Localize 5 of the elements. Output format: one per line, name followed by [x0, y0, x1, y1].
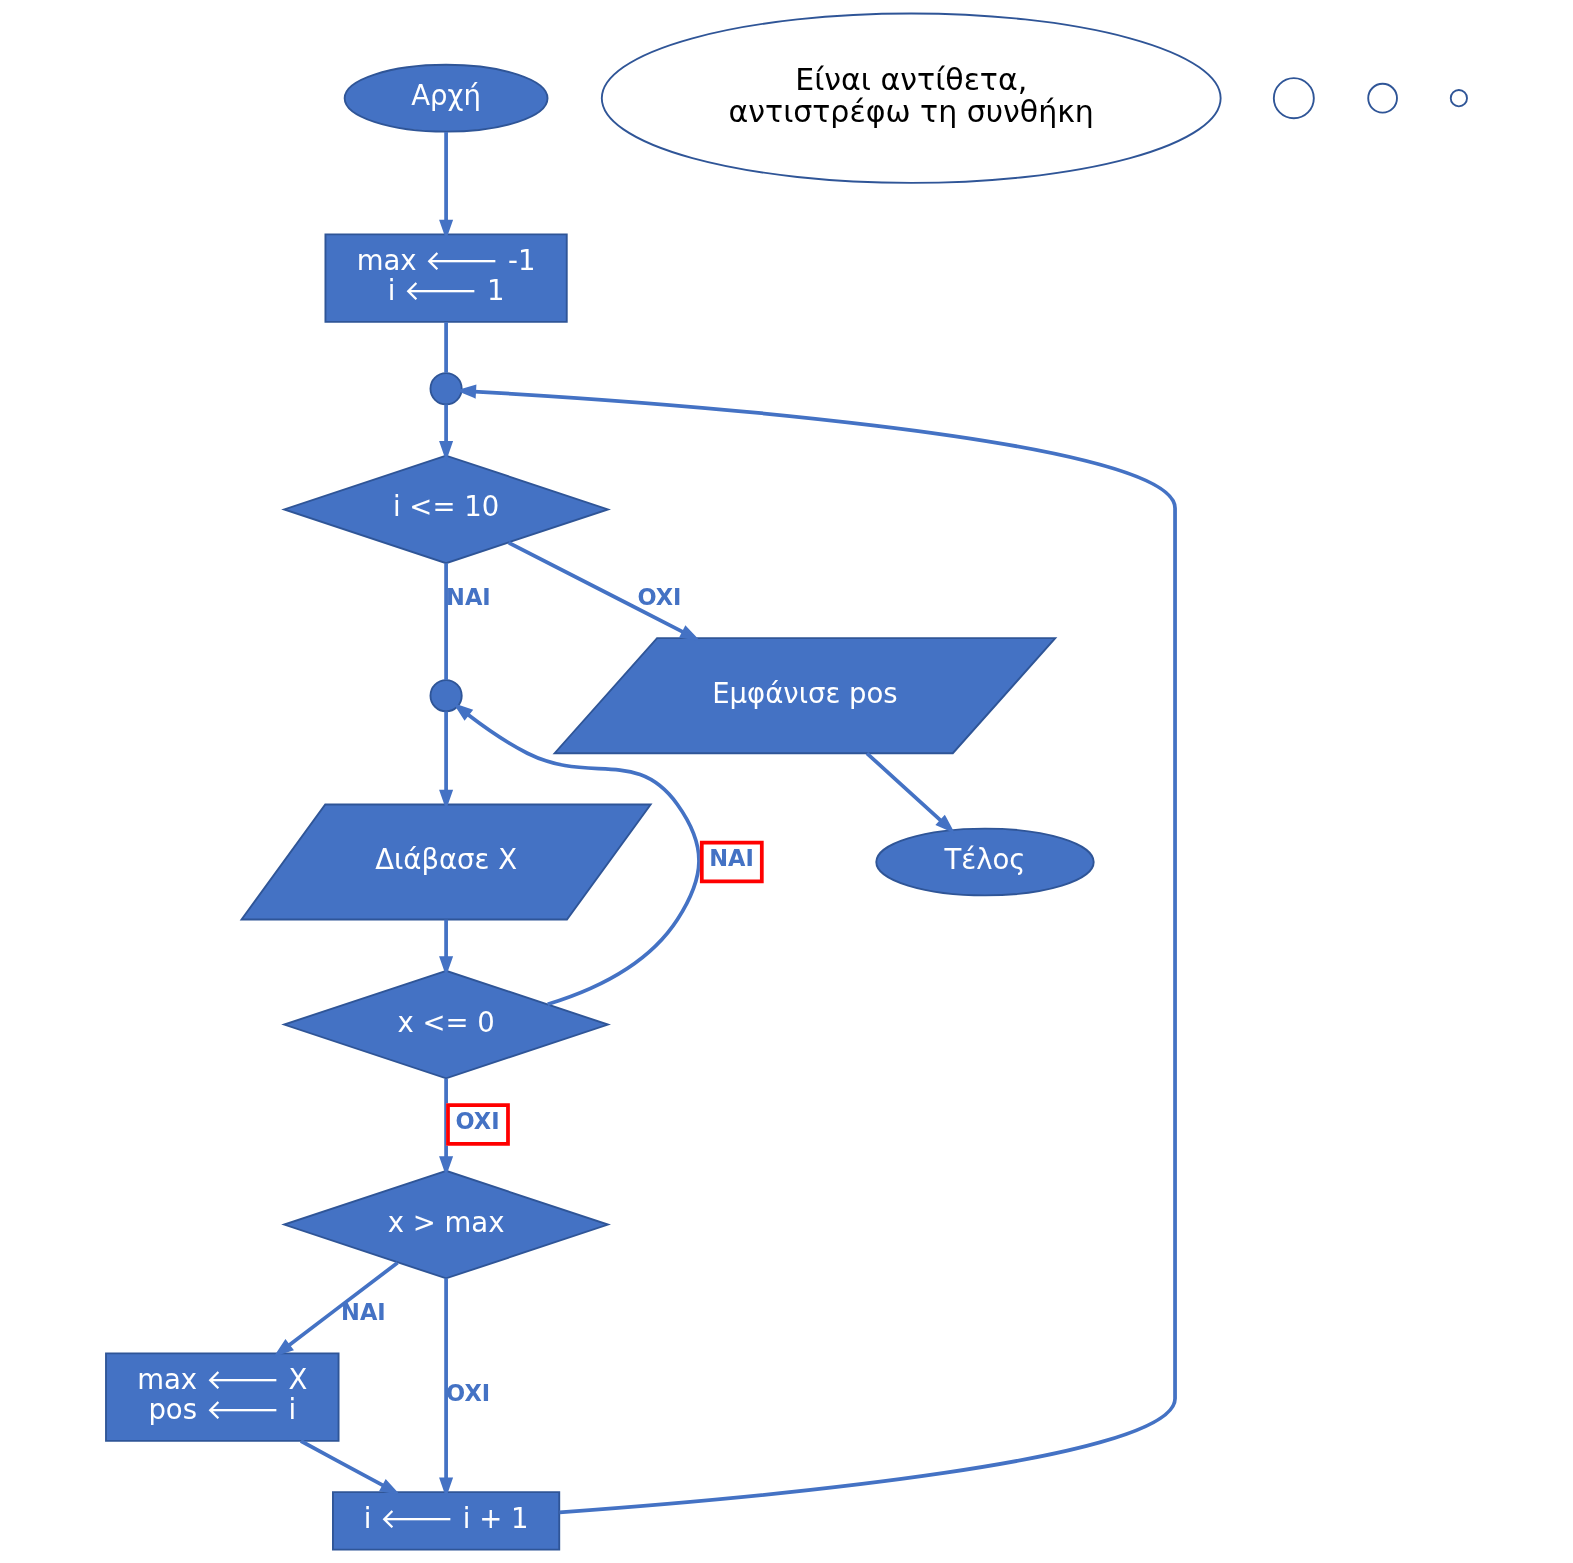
edge-label: NAI	[709, 845, 754, 872]
edge-label: OXI	[455, 1107, 500, 1134]
edge-label: NAI	[446, 583, 491, 610]
edge-label: NAI	[341, 1299, 386, 1326]
edge-label: OXI	[637, 583, 682, 610]
